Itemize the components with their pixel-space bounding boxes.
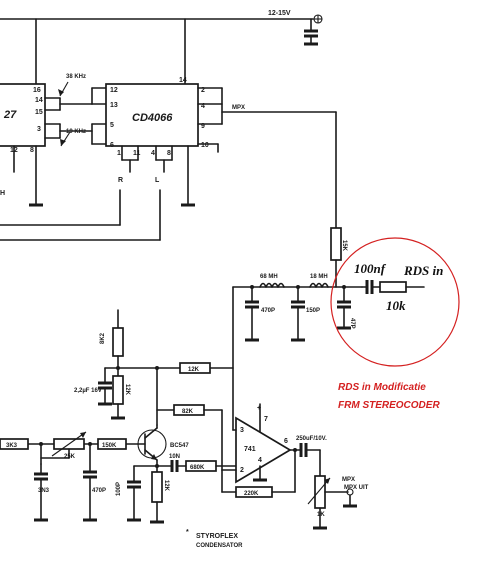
inductor-18mh-label: 18 MH	[310, 274, 328, 280]
cap-47p-label: 47P	[349, 318, 355, 329]
cap-10n-label: 10N	[169, 454, 180, 460]
left-ic-pin-8: 8	[30, 147, 34, 154]
opamp-pin-2: 2	[240, 467, 244, 474]
resistor-8k2-label: 8K2	[100, 332, 106, 344]
cap-470p-b-label: 470P	[92, 488, 106, 494]
cd4066-pin-5: 5	[110, 122, 114, 129]
left-ic-pin-15: 15	[35, 109, 43, 116]
freq-38khz-label: 38 KHz	[66, 74, 86, 80]
opamp-pin-3: 3	[240, 427, 244, 434]
rds-caption-line1: RDS in Modificatie	[338, 382, 426, 393]
left-ic: 27 16 14 15 3 12 8 38 KHz 19 KHz H	[0, 74, 107, 207]
inductor-18mh	[309, 282, 329, 288]
cd4066-pin-4: 4	[201, 103, 205, 110]
mpx-label-top: MPX	[232, 105, 245, 111]
pot-25k-label: 25K	[64, 454, 76, 460]
left-channel-label: L	[155, 177, 160, 184]
bias-network: 8K2 12K 2,2µF 16V 12K 82K	[74, 309, 234, 471]
cd4066-pin-4b: 4	[151, 150, 155, 157]
input-stage: 3K3 25K 3N3 150K 470P	[0, 431, 139, 522]
footnote-line2: CONDENSATOR	[196, 543, 243, 549]
svg-text:+: +	[257, 405, 261, 412]
resistor-220k-label: 220K	[244, 491, 259, 497]
rds-resistor-10k	[379, 281, 407, 293]
cap-250uf-label: 250uF/10V.	[296, 436, 327, 442]
cd4066-ic: CD4066 12 13 5 6 14 2 4 9 10 1 11 4 8 MP…	[0, 77, 337, 241]
styroflex-footnote: * STYROFLEX CONDENSATOR	[186, 529, 243, 549]
opamp-pin-6: 6	[284, 438, 288, 445]
resistor-12k-vert	[112, 375, 124, 405]
left-ic-pin-16: 16	[33, 87, 41, 94]
cd4066-pin-13: 13	[110, 102, 118, 109]
inductor-68mh	[259, 282, 285, 288]
rds-highlight-circle	[330, 237, 460, 367]
cd4066-pin-10: 10	[201, 142, 209, 149]
opamp-pin-4: 4	[258, 457, 262, 464]
cd4066-pin-9: 9	[201, 123, 205, 130]
pot-1k	[314, 475, 326, 509]
resistor-3k3-label: 3K3	[6, 443, 18, 449]
resistor-12k-vert-label: 12K	[124, 384, 130, 396]
inductor-68mh-label: 68 MH	[260, 274, 278, 280]
freq-19khz-label: 19 KHz	[66, 129, 86, 135]
left-ic-pin-14: 14	[35, 97, 43, 104]
mpx-out-label-top: MPX	[342, 477, 355, 483]
opamp-stage: 741 3 2 4 7 6 + 220K 250uF/10V. 1K	[221, 403, 369, 530]
resistor-82k-label: 82K	[182, 409, 194, 415]
opamp-label: 741	[244, 446, 256, 453]
cd4066-pin-12: 12	[110, 87, 118, 94]
resistor-15k-label: 15K	[341, 240, 347, 252]
cd4066-pin-8: 8	[167, 150, 171, 157]
cap-150p-label: 150P	[306, 308, 320, 314]
opamp-pin-7: 7	[264, 416, 268, 423]
supply-voltage-label: 12-15V	[268, 10, 291, 17]
resistor-150k	[97, 438, 127, 450]
rds-input-label: RDS in	[403, 263, 443, 278]
resistor-3k3	[0, 438, 29, 450]
cap-100p-label: 100P	[116, 482, 122, 496]
cap-470p-label: 470P	[261, 308, 275, 314]
mpx-out-label: MPX UIT	[344, 485, 369, 491]
resistor-12k-b	[151, 471, 163, 503]
supply-rail: 12-15V	[0, 10, 323, 85]
resistor-680k-label: 680K	[190, 465, 205, 471]
resistor-12k-label: 12K	[188, 367, 200, 373]
resistor-150k-label: 150K	[102, 443, 117, 449]
cd4066-pin-11: 11	[133, 150, 141, 157]
rds-cap-label: 100nf	[354, 261, 387, 276]
h-label: H	[0, 190, 5, 197]
resistor-12k	[179, 362, 211, 374]
pot-1k-label: 1K	[317, 512, 325, 518]
left-ic-name: 27	[3, 109, 17, 121]
resistor-8k2	[112, 327, 124, 357]
cd4066-pin-2: 2	[201, 87, 205, 94]
cd4066-pin-1: 1	[117, 150, 121, 157]
footnote-line1: STYROFLEX	[196, 533, 238, 540]
cd4066-pin-14: 14	[179, 77, 187, 84]
resistor-15k	[330, 227, 342, 261]
rds-modification: 100nf RDS in 10k RDS in Modificatie FRM …	[330, 237, 460, 411]
rds-caption-line2: FRM STEREOCODER	[338, 400, 440, 411]
cap-22uf-label: 2,2µF 16V	[74, 388, 102, 394]
resistor-12k-b-label: 12K	[163, 480, 169, 492]
right-channel-label: R	[118, 177, 123, 184]
cd4066-pin-6: 6	[110, 142, 114, 149]
left-ic-pin-3: 3	[37, 126, 41, 133]
mpx-filter-chain: 15K 68 MH 18 MH 470P 150P 47P	[232, 227, 363, 431]
cap-3n3-label: 3N3	[38, 488, 50, 494]
svg-text:*: *	[186, 529, 189, 536]
rds-resistor-label: 10k	[386, 298, 406, 313]
transistor-label: BC547	[170, 443, 189, 449]
opamp-741	[235, 416, 292, 484]
transistor-stage: BC547 100P 12K 10N 680K	[116, 424, 237, 524]
cd4066-name: CD4066	[132, 112, 173, 124]
